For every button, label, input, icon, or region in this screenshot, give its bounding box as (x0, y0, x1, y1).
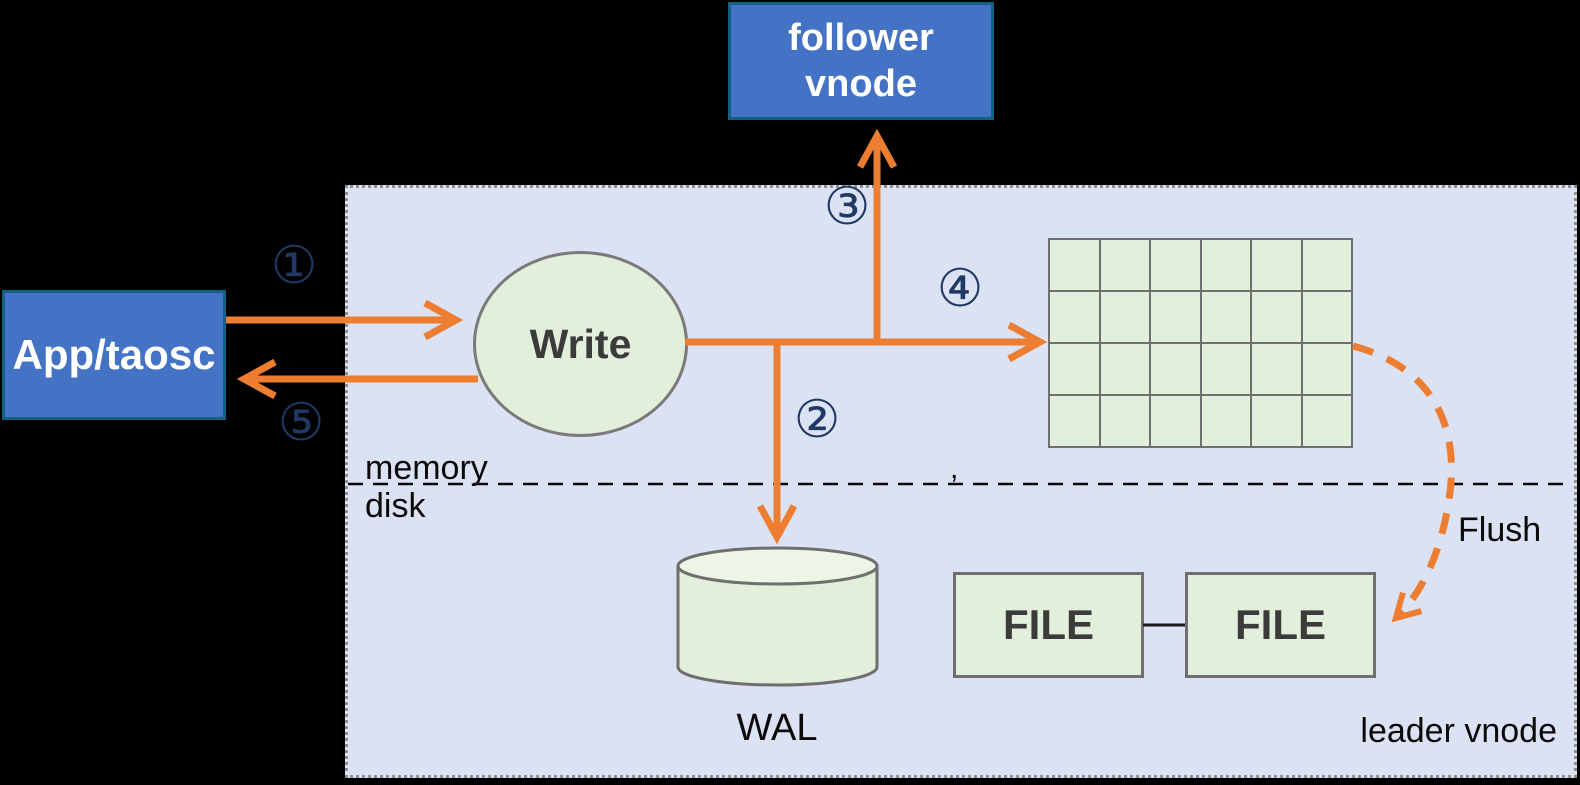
grid-cell (1151, 344, 1200, 394)
grid-cell (1050, 292, 1099, 342)
file-box-left-label: FILE (1003, 601, 1094, 648)
follower-vnode-label-line1: follower (788, 17, 934, 59)
grid-cell (1252, 396, 1301, 446)
grid-cell (1100, 292, 1149, 342)
file-box-right: FILE (1185, 572, 1376, 678)
step-4-label: ④ (936, 259, 984, 319)
grid-cell (1050, 344, 1099, 394)
grid-cell (1201, 240, 1250, 290)
grid-cell (1252, 292, 1301, 342)
grid-cell (1252, 240, 1301, 290)
write-circle: Write (473, 251, 688, 437)
app-taosc-box: App/taosc (2, 290, 226, 420)
leader-vnode-label: leader vnode (1360, 712, 1557, 750)
disk-label: disk (365, 487, 426, 525)
grid-cell (1201, 292, 1250, 342)
memtable-grid (1048, 238, 1353, 448)
grid-cell (1302, 240, 1351, 290)
grid-cell (1201, 344, 1250, 394)
grid-cell (1201, 396, 1250, 446)
step-1-label: ① (270, 236, 318, 296)
grid-cell (1302, 344, 1351, 394)
write-circle-label: Write (529, 320, 632, 367)
file-box-right-label: FILE (1235, 601, 1326, 648)
step-3-label: ③ (823, 177, 871, 237)
step-5-label: ⑤ (277, 393, 325, 453)
follower-vnode-label-line2: vnode (805, 63, 917, 105)
step-2-label: ② (793, 390, 841, 450)
file-box-left: FILE (953, 572, 1144, 678)
wal-label: WAL (736, 707, 818, 749)
follower-vnode-box: follower vnode (728, 2, 994, 120)
grid-cell (1252, 344, 1301, 394)
flush-label: Flush (1458, 511, 1542, 549)
grid-cell (1100, 240, 1149, 290)
stray-comma-mark: , (950, 452, 959, 485)
grid-cell (1100, 344, 1149, 394)
grid-cell (1050, 240, 1099, 290)
grid-cell (1100, 396, 1149, 446)
grid-cell (1151, 240, 1200, 290)
grid-cell (1151, 292, 1200, 342)
app-taosc-label: App/taosc (12, 331, 216, 378)
grid-cell (1302, 396, 1351, 446)
grid-cell (1302, 292, 1351, 342)
grid-cell (1151, 396, 1200, 446)
grid-cell (1050, 396, 1099, 446)
memory-label: memory (365, 449, 488, 487)
